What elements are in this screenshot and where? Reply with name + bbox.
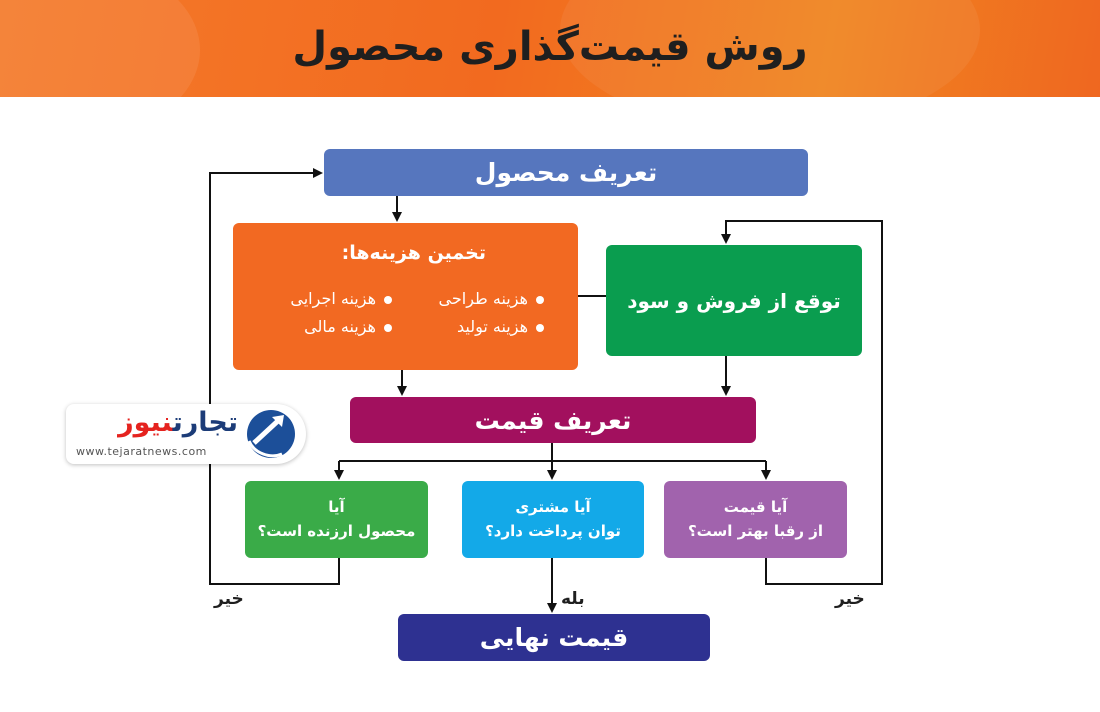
page-title: روش قیمت‌گذاری محصول <box>292 24 808 70</box>
question-value-line1: آیا <box>328 498 345 517</box>
node-question-competitors: آیا قیمت از رقبا بهتر است؟ <box>664 481 847 558</box>
node-final-price-label: قیمت نهایی <box>479 623 629 652</box>
question-affordability-line1: آیا مشتری <box>515 498 591 517</box>
node-price-definition-label: تعریف قیمت <box>474 405 632 435</box>
logo-wordmark: تجارتنیوز <box>118 407 238 438</box>
question-competitors-line2: از رقبا بهتر است؟ <box>687 521 824 540</box>
logo-name-part1: تجارت <box>172 407 238 438</box>
cost-item-production-label: هزینه تولید <box>456 317 528 336</box>
node-product-definition-label: تعریف محصول <box>474 158 658 187</box>
node-cost-estimation: تخمین هزینه‌ها: هزینه طراحی هزینه اجرایی… <box>233 223 578 370</box>
loop-left-to-product <box>209 168 340 585</box>
node-sales-expectation: توقع از فروش و سود <box>606 245 862 356</box>
cost-item-production: هزینه تولید <box>457 317 544 336</box>
cost-item-financial: هزینه مالی <box>304 317 392 336</box>
cost-item-design: هزینه طراحی <box>439 289 544 308</box>
cost-item-financial-label: هزینه مالی <box>304 317 376 336</box>
bullet-icon <box>536 295 544 304</box>
label-no-right: خیر <box>835 589 865 609</box>
node-final-price: قیمت نهایی <box>398 614 710 661</box>
node-question-value: آیا محصول ارزنده است؟ <box>245 481 428 558</box>
node-product-definition: تعریف محصول <box>324 149 808 196</box>
node-question-affordability: آیا مشتری توان پرداخت دارد؟ <box>462 481 644 558</box>
bullet-icon <box>536 323 544 332</box>
bullet-icon <box>384 295 392 304</box>
label-yes: بله <box>561 589 585 609</box>
logo-url: www.tejaratnews.com <box>76 445 207 458</box>
question-value-line2: محصول ارزنده است؟ <box>257 521 416 540</box>
bullet-icon <box>384 323 392 332</box>
cost-item-operational: هزینه اجرایی <box>290 289 392 308</box>
question-affordability-line2: توان پرداخت دارد؟ <box>485 521 621 540</box>
node-price-definition: تعریف قیمت <box>350 397 756 443</box>
brand-logo: تجارتنیوز www.tejaratnews.com <box>66 404 306 464</box>
cost-item-design-label: هزینه طراحی <box>438 289 528 308</box>
cost-item-operational-label: هزینه اجرایی <box>290 289 376 308</box>
loop-right-to-sales <box>721 220 883 585</box>
label-no-left: خیر <box>214 589 244 609</box>
logo-name-part2: نیوز <box>118 407 173 438</box>
question-competitors-line1: آیا قیمت <box>723 498 788 517</box>
logo-emblem-icon <box>247 410 295 458</box>
header-banner: روش قیمت‌گذاری محصول <box>0 0 1100 97</box>
cost-estimation-title: تخمین هزینه‌ها: <box>341 242 486 264</box>
node-sales-expectation-label: توقع از فروش و سود <box>627 288 841 313</box>
